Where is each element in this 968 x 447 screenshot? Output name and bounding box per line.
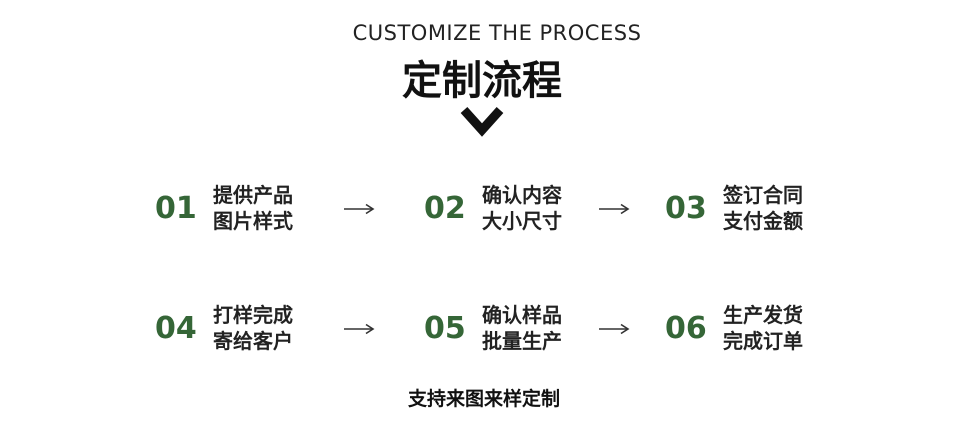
step-03: 03 签订合同 支付金额 [665, 182, 803, 234]
step-label: 签订合同 支付金额 [723, 182, 803, 234]
chevron-down-icon [460, 106, 504, 137]
step-label-line2: 寄给客户 [213, 329, 293, 353]
step-number: 01 [155, 190, 197, 226]
footer-note: 支持来图来样定制 [407, 388, 560, 410]
step-label-line2: 支付金额 [723, 209, 803, 233]
arrow-right-icon [599, 203, 630, 215]
step-label-line1: 签订合同 [723, 183, 803, 207]
step-number: 05 [424, 310, 466, 346]
step-number: 04 [155, 310, 197, 346]
step-number: 02 [424, 190, 466, 226]
arrow-right-icon [599, 323, 630, 335]
step-label-line2: 批量生产 [482, 329, 562, 353]
header-title-cn: 定制流程 [402, 58, 562, 104]
step-label-line1: 生产发货 [723, 303, 803, 327]
step-label: 确认内容 大小尺寸 [482, 182, 562, 234]
step-06: 06 生产发货 完成订单 [665, 302, 803, 354]
step-label-line1: 打样完成 [213, 303, 293, 327]
step-01: 01 提供产品 图片样式 [155, 182, 293, 234]
step-number: 06 [665, 310, 707, 346]
header-title-en: CUSTOMIZE THE PROCESS [352, 21, 642, 45]
step-label: 提供产品 图片样式 [213, 182, 293, 234]
step-label-line2: 大小尺寸 [482, 209, 562, 233]
step-label-line1: 确认内容 [482, 183, 562, 207]
step-label-line1: 确认样品 [482, 303, 562, 327]
step-number: 03 [665, 190, 707, 226]
step-label-line1: 提供产品 [213, 183, 293, 207]
step-label: 确认样品 批量生产 [482, 302, 562, 354]
arrow-right-icon [344, 203, 375, 215]
step-05: 05 确认样品 批量生产 [424, 302, 562, 354]
step-label-line2: 完成订单 [723, 329, 803, 353]
step-02: 02 确认内容 大小尺寸 [424, 182, 562, 234]
step-label: 打样完成 寄给客户 [213, 302, 293, 354]
arrow-right-icon [344, 323, 375, 335]
step-label-line2: 图片样式 [213, 209, 293, 233]
step-label: 生产发货 完成订单 [723, 302, 803, 354]
step-04: 04 打样完成 寄给客户 [155, 302, 293, 354]
